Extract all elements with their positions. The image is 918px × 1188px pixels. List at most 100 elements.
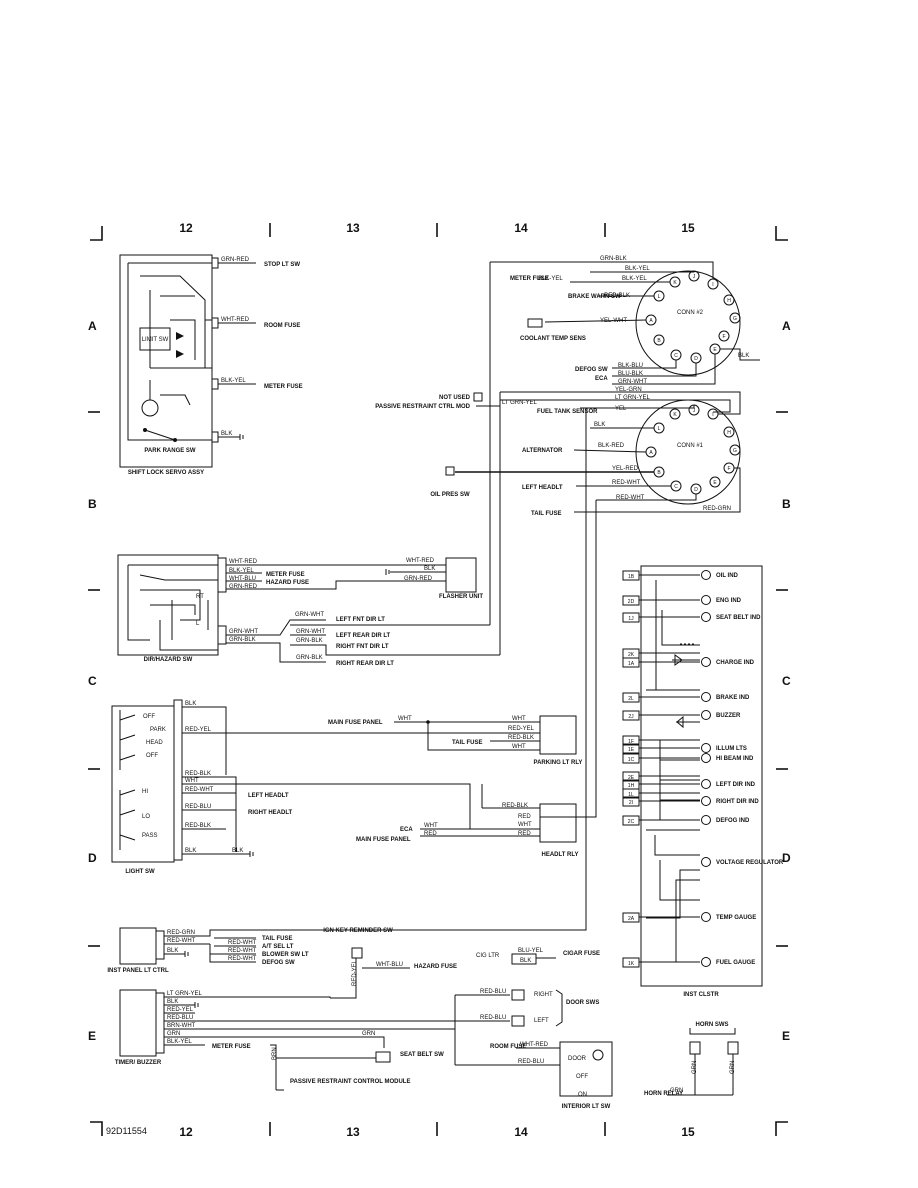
indicator-lamp-icon: [701, 657, 711, 667]
cluster-label: FUEL GAUGE: [716, 960, 755, 966]
col-label: 13: [346, 1125, 360, 1139]
horn-sws: HORN SWS GRN GRN GRN HORN RELAY: [644, 1022, 739, 1097]
svg-text:RED-WHT: RED-WHT: [612, 480, 641, 486]
svg-text:LEFT: LEFT: [534, 1018, 549, 1024]
svg-text:K: K: [673, 412, 677, 418]
svg-text:LEFT REAR DIR LT: LEFT REAR DIR LT: [336, 633, 391, 639]
svg-text:LEFT HEADLT: LEFT HEADLT: [522, 485, 563, 491]
svg-text:BLK-YEL: BLK-YEL: [167, 1039, 192, 1045]
conn1-pins: A B C D E F G H I J K L: [645, 404, 741, 495]
indicator-lamp-icon: [701, 743, 711, 753]
svg-text:OFF: OFF: [576, 1074, 588, 1080]
svg-text:FLASHER UNIT: FLASHER UNIT: [439, 594, 483, 600]
cluster-pin: 2D: [628, 599, 635, 605]
cluster-pin: 1A: [628, 661, 635, 667]
svg-text:LO: LO: [142, 814, 150, 820]
svg-text:DEFOG SW: DEFOG SW: [575, 367, 608, 373]
svg-text:GRN: GRN: [730, 1061, 736, 1074]
svg-text:RED-BLU: RED-BLU: [518, 1059, 544, 1065]
svg-text:GRN-WHT: GRN-WHT: [229, 629, 258, 635]
svg-text:TAIL FUSE: TAIL FUSE: [452, 740, 482, 746]
svg-text:HORN SWS: HORN SWS: [696, 1022, 729, 1028]
conn1-title: CONN #1: [677, 443, 704, 449]
svg-text:INST PANEL LT CTRL: INST PANEL LT CTRL: [107, 968, 169, 974]
svg-text:A: A: [649, 450, 653, 456]
svg-text:INST CLSTR: INST CLSTR: [683, 992, 719, 998]
limit-sw-label: LIMIT SW: [142, 337, 169, 343]
svg-text:RED: RED: [518, 814, 531, 820]
indicator-lamp-icon: [701, 815, 711, 825]
svg-text:LT GRN-YEL: LT GRN-YEL: [167, 991, 202, 997]
svg-text:WHT-BLU: WHT-BLU: [229, 576, 256, 582]
col-label: 14: [514, 221, 528, 235]
svg-text:J: J: [693, 274, 696, 280]
row-label: A: [782, 319, 791, 333]
svg-text:WHT: WHT: [185, 778, 199, 784]
cluster-pin: 1L: [628, 792, 634, 798]
svg-text:G: G: [733, 448, 737, 454]
svg-text:BRN: BRN: [272, 1047, 278, 1060]
row-label: E: [782, 1029, 790, 1043]
svg-text:HAZARD FUSE: HAZARD FUSE: [414, 964, 457, 970]
svg-text:RED: RED: [424, 831, 437, 837]
cluster-pin: 2C: [628, 819, 635, 825]
svg-text:HAZARD FUSE: HAZARD FUSE: [266, 580, 309, 586]
svg-text:GRN-WHT: GRN-WHT: [296, 629, 325, 635]
col-label: 12: [179, 221, 193, 235]
row-label: A: [88, 319, 97, 333]
cluster-pin: 1K: [628, 961, 635, 967]
svg-text:YEL-WHT: YEL-WHT: [600, 318, 627, 324]
svg-text:OIL PRES SW: OIL PRES SW: [430, 492, 470, 498]
cluster-label: HI BEAM IND: [716, 756, 754, 762]
oil-pres-sw-icon: [445, 466, 455, 476]
svg-text:BLK-BLU: BLK-BLU: [618, 363, 643, 369]
svg-text:ON: ON: [578, 1092, 587, 1098]
svg-text:DOOR: DOOR: [568, 1056, 587, 1062]
ign-key-reminder-sw: IGN KEY REMINDER SW WHT-BLU HAZARD FUSE …: [323, 928, 457, 999]
indicator-lamp-icon: [701, 779, 711, 789]
cluster-pin: 2A: [628, 916, 635, 922]
cluster-pin: 1J: [628, 616, 634, 622]
svg-text:PASSIVE RESTRAINT CTRL MOD: PASSIVE RESTRAINT CTRL MOD: [375, 404, 470, 410]
conn2-title: CONN #2: [677, 310, 704, 316]
svg-text:MAIN FUSE PANEL: MAIN FUSE PANEL: [356, 837, 411, 843]
svg-text:BLK-YEL: BLK-YEL: [625, 266, 650, 272]
svg-text:B: B: [657, 338, 661, 344]
svg-text:F: F: [722, 334, 725, 340]
svg-text:H: H: [727, 430, 731, 436]
shift-lock-servo-assy: LIMIT SW PARK RANGE SW SHIFT LOCK SERVO …: [119, 254, 303, 476]
svg-text:PASSIVE RESTRAINT CONTROL MODU: PASSIVE RESTRAINT CONTROL MODULE: [290, 1079, 410, 1085]
cluster-label: VOLTAGE REGULATOR: [716, 860, 784, 866]
svg-text:I: I: [712, 412, 713, 418]
inst-panel-lt-ctrl: INST PANEL LT CTRL RED-GRN RED-WHT BLK R…: [107, 920, 587, 974]
svg-text:OFF: OFF: [143, 714, 155, 720]
svg-text:ALTERNATOR: ALTERNATOR: [522, 448, 563, 454]
svg-text:BLK: BLK: [520, 958, 531, 964]
svg-text:RED-BLK: RED-BLK: [185, 771, 211, 777]
svg-text:RED-WHT: RED-WHT: [185, 787, 214, 793]
cluster-label: TEMP GAUGE: [716, 915, 756, 921]
indicator-lamp-icon: [701, 692, 711, 702]
svg-text:RT: RT: [196, 594, 204, 600]
svg-text:RED-BLK: RED-BLK: [185, 823, 211, 829]
parking-lt-rly: WHT RED-YEL RED-BLK TAIL FUSE WHT PARKIN…: [390, 715, 582, 766]
svg-text:RED-GRN: RED-GRN: [167, 930, 195, 936]
cluster-label: ENG IND: [716, 598, 742, 604]
svg-text:D: D: [694, 356, 698, 362]
svg-text:GRN-WHT: GRN-WHT: [618, 379, 647, 385]
svg-text:METER FUSE: METER FUSE: [266, 572, 305, 578]
svg-text:G: G: [733, 316, 737, 322]
svg-text:HEADLT RLY: HEADLT RLY: [541, 852, 578, 858]
indicator-lamp-icon: [701, 957, 711, 967]
shift-lock-title: SHIFT LOCK SERVO ASSY: [128, 470, 204, 476]
svg-text:BLK: BLK: [232, 848, 243, 854]
svg-text:I: I: [712, 282, 713, 288]
col-label: 13: [346, 221, 360, 235]
svg-text:GRN-BLK: GRN-BLK: [600, 256, 627, 262]
svg-text:HORN RELAY: HORN RELAY: [644, 1091, 683, 1097]
svg-text:HEAD: HEAD: [146, 740, 163, 746]
headlt-rly: RED-BLK RED WHT RED ECA WHT MAIN FUSE PA…: [356, 784, 597, 858]
coolant-sensor-icon: [527, 318, 543, 328]
cluster-label: CHARGE IND: [716, 660, 755, 666]
